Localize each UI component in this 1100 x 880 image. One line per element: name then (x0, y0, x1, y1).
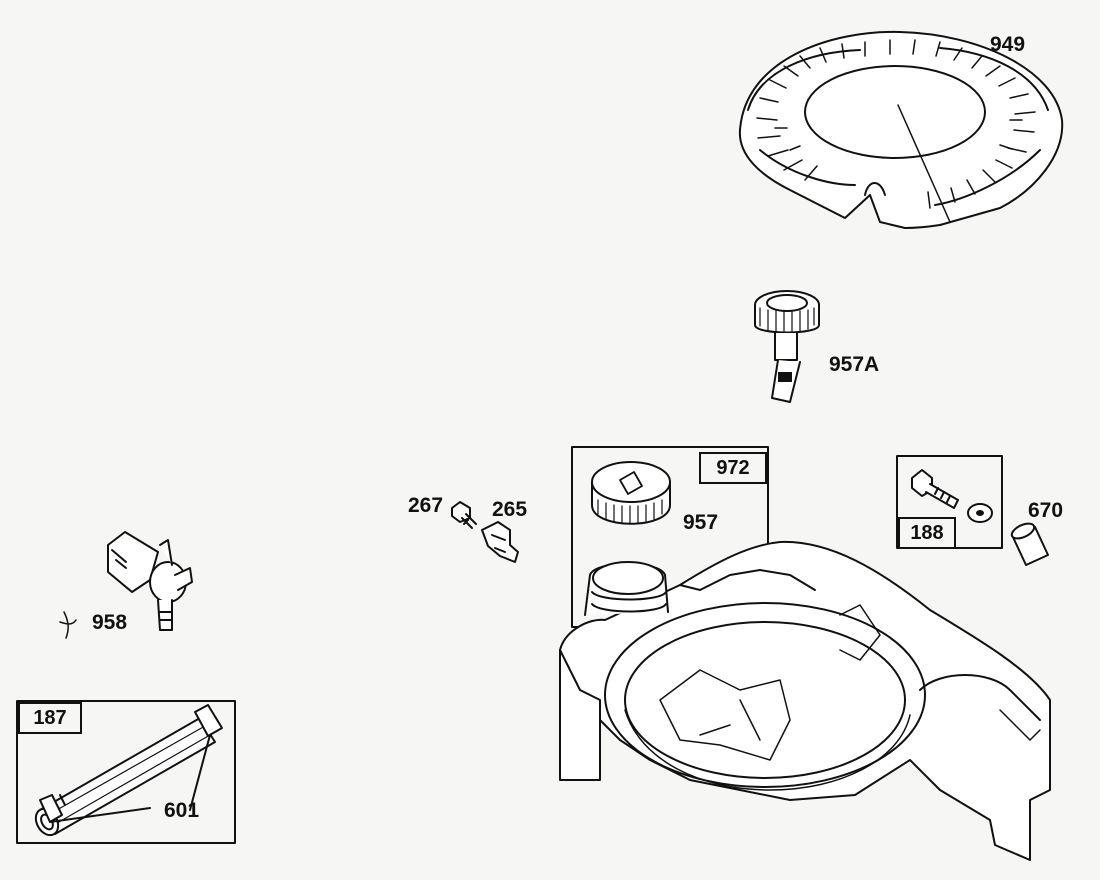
callout-949: 949 (990, 33, 1026, 56)
fuel-line-with-clamps (34, 704, 223, 837)
callout-957a: 957A (829, 353, 880, 376)
callout-601: 601 (164, 799, 200, 822)
clip (481, 521, 519, 563)
callout-188: 188 (898, 517, 956, 549)
callout-670: 670 (1028, 499, 1064, 522)
dipstick (754, 290, 820, 403)
callout-265: 265 (492, 498, 528, 521)
not-shown-mark (59, 611, 77, 639)
fuel-cap (591, 461, 671, 525)
callout-958: 958 (92, 611, 128, 634)
callout-957: 957 (683, 511, 719, 534)
spacer (1010, 522, 1049, 566)
callout-972: 972 (699, 452, 767, 484)
fuel-shutoff-valve (107, 531, 193, 631)
blower-housing-grille (738, 30, 1064, 229)
fuel-tank-blower-housing (559, 540, 1051, 861)
screw (451, 501, 477, 529)
kit-187-box (16, 700, 236, 844)
callout-267: 267 (408, 494, 444, 517)
callout-187: 187 (18, 702, 82, 734)
bolt-washer (911, 469, 993, 523)
